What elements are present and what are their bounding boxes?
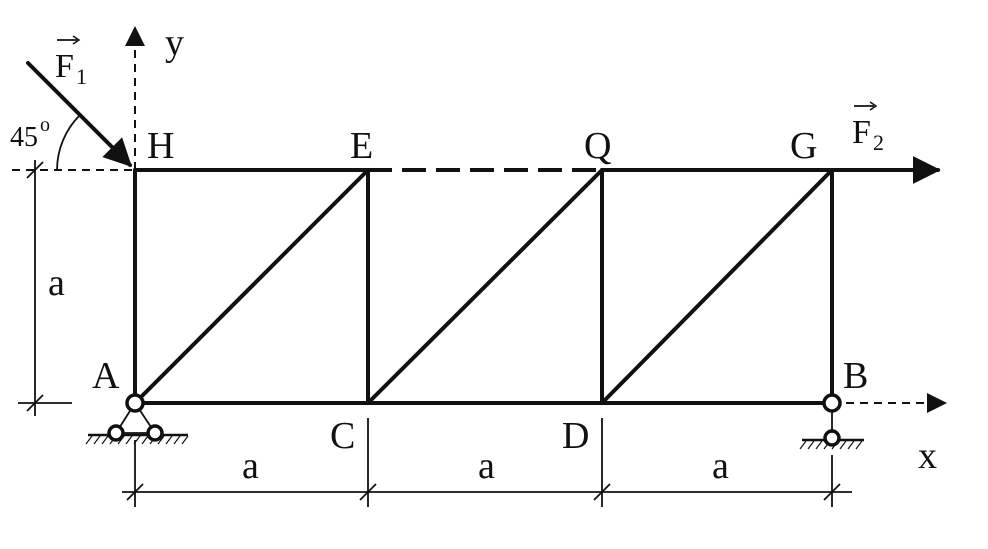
dimension-label-span3: a <box>712 445 729 487</box>
force-F1-arrow <box>26 61 132 167</box>
dimension-label-span1: a <box>242 445 259 487</box>
dimension-label-height: a <box>48 262 65 304</box>
member-CQ <box>366 168 604 405</box>
member-AE <box>133 168 370 405</box>
force-F2-label: F 2 <box>852 101 884 155</box>
svg-text:1: 1 <box>76 64 87 89</box>
angle-label: 45 o <box>10 114 50 153</box>
node-label-Q: Q <box>584 125 611 167</box>
svg-text:o: o <box>40 114 50 136</box>
dimension-spans <box>122 418 852 507</box>
member-DG <box>600 168 834 405</box>
dimension-label-span2: a <box>478 445 495 487</box>
y-axis-label: y <box>165 22 184 64</box>
svg-text:F: F <box>852 114 871 151</box>
node-label-B: B <box>843 355 868 397</box>
roller-support-B <box>799 393 864 450</box>
angle-arc <box>56 114 81 171</box>
svg-text:2: 2 <box>873 130 884 155</box>
truss-members <box>133 168 834 405</box>
force-F1-label: F 1 <box>55 35 87 89</box>
dimension-height <box>18 160 72 416</box>
node-label-C: C <box>330 415 355 457</box>
x-axis-label: x <box>918 435 937 477</box>
node-label-H: H <box>147 125 174 167</box>
node-label-E: E <box>350 125 373 167</box>
pin-support-A <box>85 393 189 445</box>
node-label-A: A <box>92 355 120 397</box>
svg-text:45: 45 <box>10 122 38 153</box>
node-label-G: G <box>790 125 817 167</box>
node-label-D: D <box>562 415 589 457</box>
svg-text:F: F <box>55 48 74 85</box>
